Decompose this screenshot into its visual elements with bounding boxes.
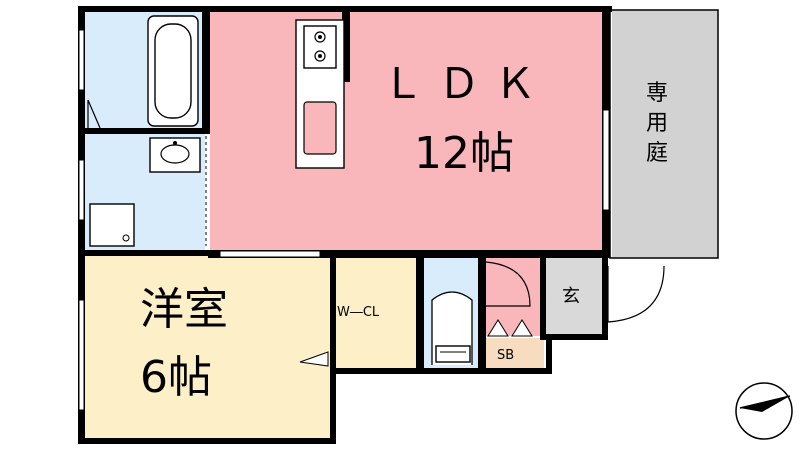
stove-icon xyxy=(303,25,337,69)
bathtub-icon xyxy=(147,15,199,127)
private-garden-char-2: 用 xyxy=(646,111,668,136)
private-garden-char-1: 専 xyxy=(646,81,668,106)
entrance-label: 玄 xyxy=(562,286,580,307)
door-swings xyxy=(87,99,665,367)
shoebox-floor xyxy=(486,338,544,368)
sink-icon xyxy=(303,101,337,155)
windows xyxy=(78,29,610,411)
wcl-label: W―CL xyxy=(337,305,380,320)
private-garden-outline xyxy=(609,9,719,259)
walls xyxy=(78,6,612,444)
western-room-label: 洋室 xyxy=(140,284,228,335)
wcl-floor xyxy=(334,258,416,368)
western-room-size: 6帖 xyxy=(140,352,212,403)
private-garden-floor xyxy=(612,10,718,258)
hall-floor xyxy=(484,258,544,336)
toilet-icon xyxy=(431,291,473,365)
ldk-label: ＬＤＫ xyxy=(382,59,550,108)
entrance-floor xyxy=(546,258,602,334)
ldk-floor xyxy=(210,12,605,254)
shoebox-label: SB xyxy=(497,348,514,363)
ldk-size: 12帖 xyxy=(414,128,514,179)
washbasin-icon xyxy=(149,137,201,173)
western-room-floor xyxy=(85,256,331,440)
washing-machine-pan-icon xyxy=(89,203,135,247)
private-garden-char-3: 庭 xyxy=(646,141,668,166)
north-arrow-icon xyxy=(735,382,793,440)
